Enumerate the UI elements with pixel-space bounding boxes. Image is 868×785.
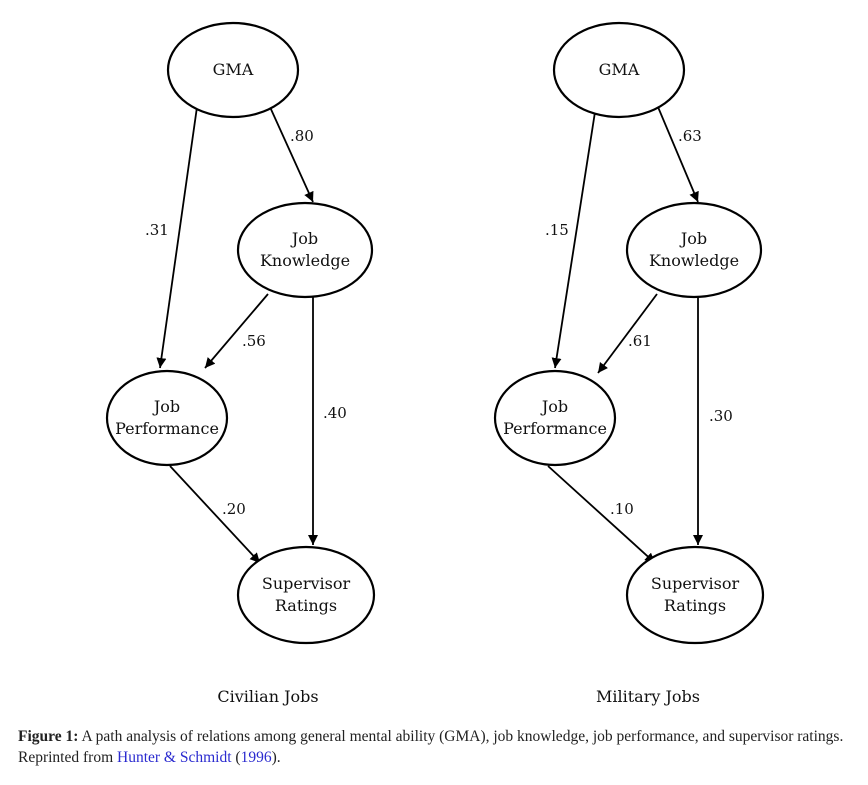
military-edge-jp-to-sr-arrow [547,465,656,564]
military-node-jp-label-1: Job [540,397,568,416]
military-coef-jk-to-sr: .30 [709,407,733,425]
military-node-jp-label-2: Performance [503,419,607,438]
military-node-jk-label-2: Knowledge [649,251,739,270]
civilian-node-jk-label-2: Knowledge [260,251,350,270]
civilian-coef-gma-to-jk: .80 [290,127,314,145]
military-panel: .63.15.61.30.10GMAJobKnowledgeJobPerform… [493,21,765,706]
military-node-gma: GMA [552,21,686,119]
military-node-sr-ellipse [625,545,765,645]
civilian-coef-jk-to-sr: .40 [323,404,347,422]
caption-paren-open: ( [231,749,241,766]
civilian-panel: .80.31.56.40.20GMAJobKnowledgeJobPerform… [105,21,376,706]
civilian-node-sr-label-2: Ratings [275,596,337,615]
military-node-sr-label-1: Supervisor [651,574,740,593]
civilian-coef-gma-to-jp: .31 [145,221,169,239]
military-panel-title: Military Jobs [596,687,700,706]
military-coef-jk-to-jp: .61 [628,332,652,350]
military-node-jk-ellipse [625,201,763,299]
figure-caption: Figure 1: A path analysis of relations a… [18,726,858,768]
civilian-node-jk-label-1: Job [290,229,318,248]
path-analysis-figure: .80.31.56.40.20GMAJobKnowledgeJobPerform… [105,21,765,706]
civilian-node-sr-ellipse [236,545,376,645]
civilian-edge-jk-to-jp-arrow [204,293,269,369]
civilian-node-jp-ellipse [105,369,229,467]
military-coef-gma-to-jk: .63 [678,127,702,145]
civilian-node-jp-label-2: Performance [115,419,219,438]
military-edge-gma-to-jk-arrow [657,106,699,203]
civilian-node-gma-label-1: GMA [213,60,254,79]
military-node-jp-ellipse [493,369,617,467]
caption-text: A path analysis of relations among gener… [18,728,844,766]
civilian-node-gma: GMA [166,21,300,119]
military-node-jk-label-1: Job [679,229,707,248]
civilian-node-gma-ellipse [166,21,300,119]
military-edge-gma-to-jp-arrow [551,111,596,369]
civilian-edge-gma-to-jk-arrow [269,106,314,203]
civilian-node-jk-ellipse [236,201,374,299]
civilian-coef-jp-to-sr: .20 [222,500,246,518]
civilian-node-jp-label-1: Job [152,397,180,416]
civilian-panel-title: Civilian Jobs [217,687,318,706]
caption-label: Figure 1: [18,728,79,745]
military-node-sr-label-2: Ratings [664,596,726,615]
civilian-edge-jp-to-sr-arrow [169,465,261,564]
military-node-gma-ellipse [552,21,686,119]
caption-year-link[interactable]: 1996 [240,749,272,766]
military-coef-gma-to-jp: .15 [545,221,569,239]
civilian-edge-gma-to-jp-arrow [156,106,198,369]
civilian-node-sr-label-1: Supervisor [262,574,351,593]
caption-reference-link[interactable]: Hunter & Schmidt [117,749,232,766]
caption-end: ). [271,749,281,766]
military-node-gma-label-1: GMA [599,60,640,79]
civilian-coef-jk-to-jp: .56 [242,332,266,350]
military-coef-jp-to-sr: .10 [610,500,634,518]
military-edge-jk-to-jp-arrow [597,293,658,374]
